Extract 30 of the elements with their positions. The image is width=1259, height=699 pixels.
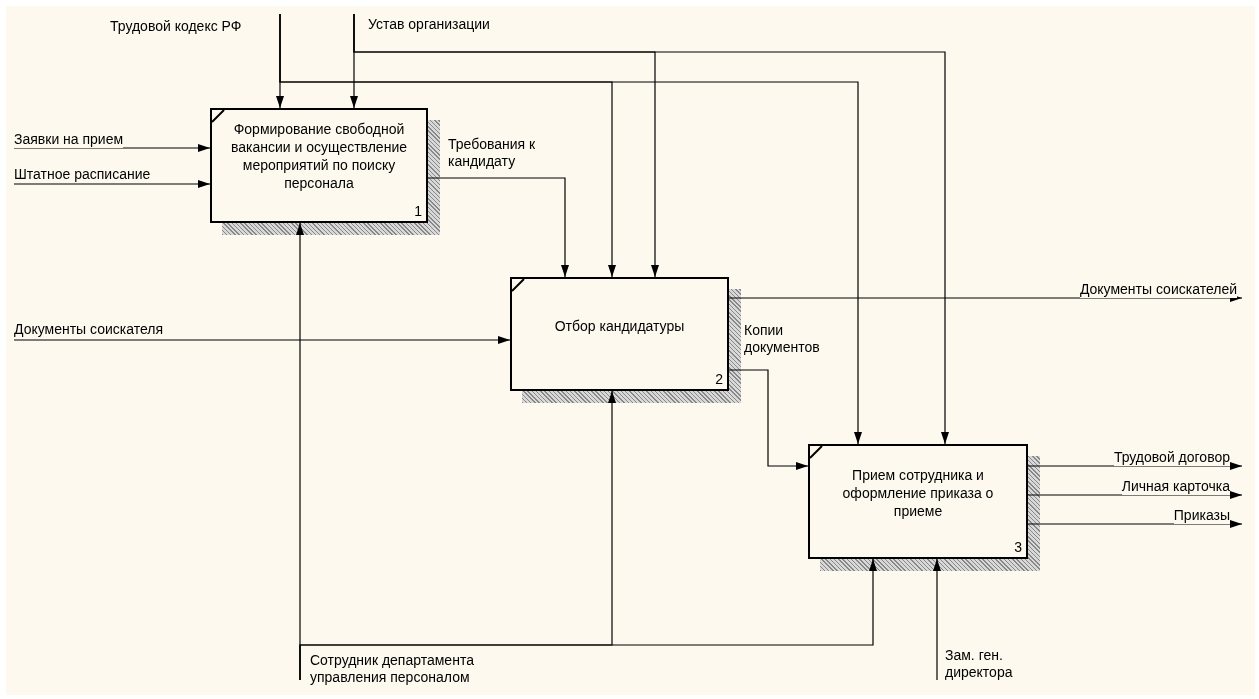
- edge-label: Документы соискателя: [14, 321, 164, 338]
- edge-label: Трудовой кодекс РФ: [110, 18, 242, 35]
- activity-title: Отбор кандидатуры: [553, 317, 686, 335]
- arrow: [933, 558, 941, 681]
- arrow: [279, 13, 862, 445]
- activity-box: [510, 277, 729, 391]
- arrow: [728, 294, 1243, 302]
- activity-number: 3: [1014, 539, 1022, 555]
- arrow: [1027, 462, 1243, 470]
- activity-title: Формирование свободной вакансии и осуществление мероприятий по поиску персонала: [230, 120, 408, 192]
- arrow: [13, 180, 211, 188]
- edge-label: Приказы: [1173, 507, 1230, 524]
- edge-label: Заявки на прием: [14, 131, 124, 148]
- arrow: [1027, 491, 1243, 499]
- edge-label: Устав организации: [368, 16, 490, 33]
- arrow: [728, 369, 809, 470]
- edge-label: Штатное расписание: [14, 166, 151, 183]
- activity-box: [210, 108, 428, 223]
- edge-label: Трудовой договор: [1113, 449, 1230, 466]
- activity-number: 1: [414, 203, 422, 219]
- arrow: [427, 177, 569, 278]
- arrow: [1027, 520, 1243, 528]
- edge-label: Документы соискателей: [1079, 281, 1237, 298]
- activity-title: Прием сотрудника и оформление приказа о приеме: [841, 466, 995, 520]
- activity-box: [808, 444, 1028, 559]
- activity-number: 2: [715, 371, 723, 387]
- arrow: [353, 13, 949, 445]
- edge-label: Личная карточка: [1121, 478, 1230, 495]
- arrow: [299, 558, 877, 681]
- arrow: [13, 336, 511, 344]
